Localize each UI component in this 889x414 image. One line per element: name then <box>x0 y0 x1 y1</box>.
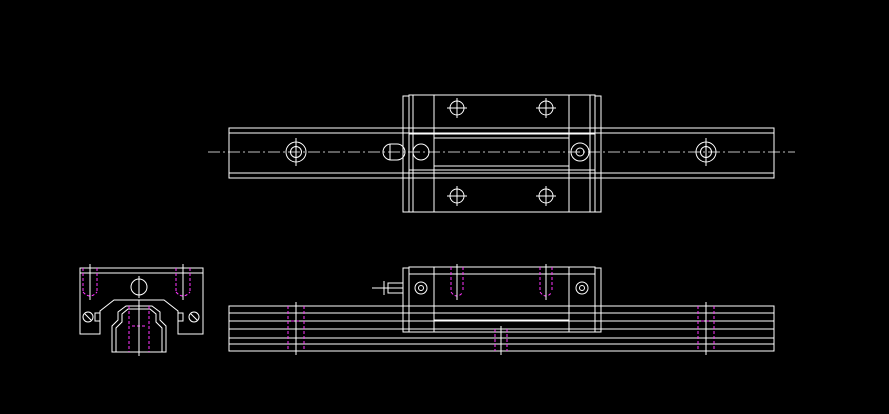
hidden-bolt-rail-left <box>287 302 305 355</box>
end-seal-left <box>402 95 410 213</box>
grease-nipple-top <box>382 143 406 161</box>
end-cap-port-right <box>570 142 590 162</box>
side-view <box>228 264 775 355</box>
rail-top <box>228 127 775 179</box>
grease-nipple-side <box>372 281 404 295</box>
hidden-bolt-carriage-right <box>539 264 553 300</box>
end-seal-right <box>594 95 602 213</box>
carriage-hole-tl <box>447 98 467 118</box>
top-view <box>208 94 795 213</box>
side-port-right <box>575 281 589 295</box>
end-cap-right <box>568 94 596 213</box>
hidden-bolt-rail-right <box>697 302 715 355</box>
hidden-bolt-carriage-left <box>450 264 464 300</box>
carriage-hole-bl <box>447 186 467 206</box>
end-view-screw-left <box>82 311 101 323</box>
end-view-screw-right <box>177 311 200 323</box>
end-view-hidden-bolt-rail <box>128 300 150 356</box>
carriage-hole-br <box>536 186 556 206</box>
rail-mounting-hole-left <box>285 138 307 166</box>
end-view-center-port <box>130 276 148 298</box>
rail-mounting-hole-right <box>695 138 717 166</box>
end-cap-port-left <box>412 143 430 161</box>
end-view-hidden-bolt-left <box>82 264 98 300</box>
side-port-left <box>414 281 428 295</box>
rail-profile <box>111 305 167 353</box>
carriage-profile <box>79 267 204 335</box>
carriage-hole-tr <box>536 98 556 118</box>
carriage-side <box>402 266 602 333</box>
end-view <box>79 264 204 356</box>
end-view-hidden-bolt-right <box>175 264 191 300</box>
carriage-top <box>409 94 595 213</box>
hidden-bolt-rail-middle <box>494 326 508 355</box>
